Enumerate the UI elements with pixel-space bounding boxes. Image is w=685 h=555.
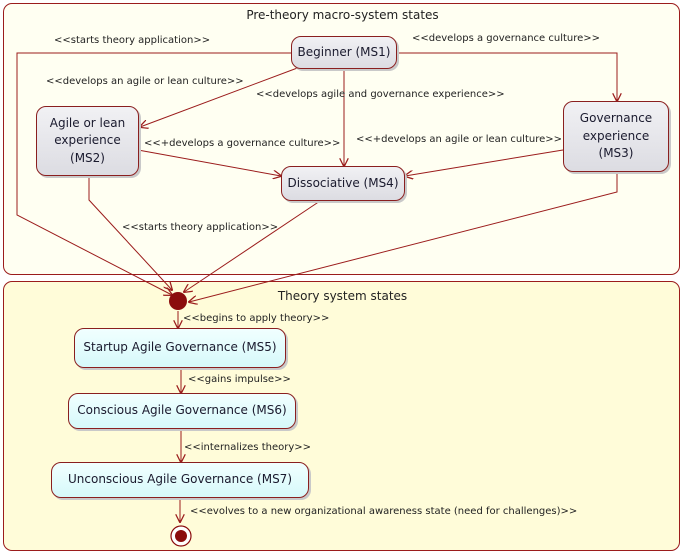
state-ms2-label: Agile or lean experience (MS2)	[49, 115, 126, 165]
label-ms2-to-start: <<starts theory application>>	[122, 222, 279, 233]
edge-ms1-to-ms3	[396, 52, 617, 101]
edge-ms2-to-start	[88, 176, 172, 290]
edge-ms1-to-ms2	[140, 66, 301, 127]
state-ms3-label: Governance experience (MS3)	[579, 111, 653, 161]
state-ms7-label: Unconscious Agile Governance (MS7)	[68, 472, 292, 487]
edge-ms4-to-start	[184, 200, 321, 292]
label-ms6-to-ms7: <<internalizes theory>>	[184, 442, 312, 453]
final-node-inner	[175, 530, 187, 542]
edge-ms2-to-ms4	[137, 149, 281, 176]
state-ms5-label: Startup Agile Governance (MS5)	[83, 340, 277, 355]
state-ms1[interactable]: Beginner (MS1)	[291, 36, 397, 69]
state-ms6-label: Conscious Agile Governance (MS6)	[77, 403, 287, 418]
label-ms1-to-start: <<starts theory application>>	[54, 35, 211, 46]
state-ms2[interactable]: Agile or lean experience (MS2)	[36, 106, 139, 176]
state-ms3[interactable]: Governance experience (MS3)	[563, 101, 669, 172]
state-ms4-label: Dissociative (MS4)	[287, 175, 399, 190]
state-ms6[interactable]: Conscious Agile Governance (MS6)	[68, 393, 296, 429]
label-ms1-to-ms3: <<develops a governance culture>>	[412, 33, 601, 44]
state-ms5[interactable]: Startup Agile Governance (MS5)	[74, 328, 286, 368]
theory-start-node	[169, 292, 187, 310]
theory-region-title: Theory system states	[277, 289, 408, 303]
label-ms1-to-ms2: <<develops an agile or lean culture>>	[46, 76, 244, 87]
edge-ms3-to-start	[189, 172, 618, 302]
label-ms1-to-ms4: <<develops agile and governance experien…	[256, 89, 505, 100]
edge-ms3-to-ms4	[405, 149, 564, 176]
label-ms2-to-ms4: <<+develops a governance culture>>	[144, 138, 341, 149]
label-ms5-to-ms6: <<gains impulse>>	[188, 374, 291, 385]
state-ms4[interactable]: Dissociative (MS4)	[281, 166, 405, 201]
pre-theory-region-title: Pre-theory macro-system states	[246, 8, 439, 22]
label-ms3-to-ms4: <<+develops an agile or lean culture>>	[356, 134, 563, 145]
label-start-to-ms5: <<begins to apply theory>>	[183, 313, 330, 324]
label-ms7-to-final: <<evolves to a new organizational awaren…	[190, 506, 578, 517]
edge-ms1-to-start	[16, 52, 292, 295]
state-ms7[interactable]: Unconscious Agile Governance (MS7)	[51, 462, 309, 498]
state-ms1-label: Beginner (MS1)	[297, 44, 391, 59]
